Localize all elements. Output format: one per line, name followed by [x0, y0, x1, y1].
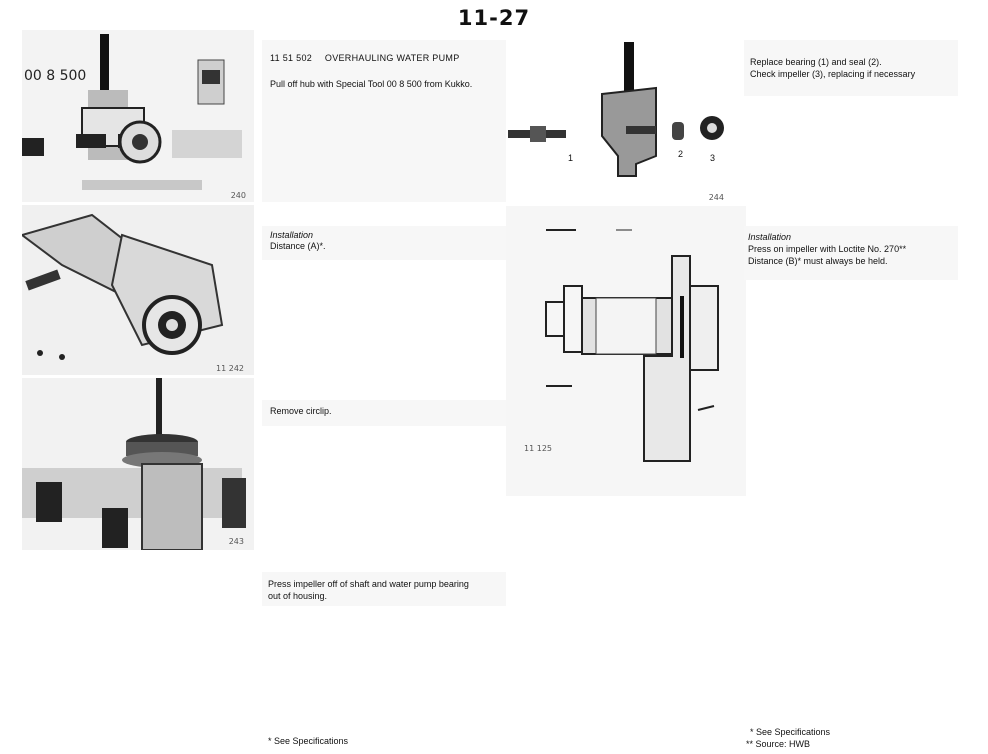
circlip-removal-illustration [22, 378, 254, 550]
photo-remove-circlip: 243 [22, 378, 254, 550]
hub-puller-illustration [22, 30, 254, 202]
right-step-panel [744, 40, 958, 96]
step1-text: Pull off hub with Special Tool 00 8 500 … [270, 79, 473, 89]
part-label-2: 2 [678, 149, 684, 159]
section-code: 11 51 502 [270, 53, 313, 63]
install1-panel [262, 226, 506, 260]
step2-panel [262, 400, 506, 426]
figure-number: 244 [708, 193, 724, 202]
diagram-pump-cross-section: 11 125 [506, 206, 746, 496]
right-install-line1: Press on impeller with Loctite No. 270** [748, 244, 907, 254]
tool-label: 00 8 500 [24, 68, 87, 84]
figure-number: 11 242 [216, 364, 244, 373]
footnote-right-2: ** Source: HWB [746, 739, 811, 749]
page-number: 11-27 [457, 6, 531, 30]
footnote-right-1: * See Specifications [750, 727, 831, 737]
part-label-3: 3 [710, 153, 716, 163]
pump-housing-illustration [22, 205, 254, 375]
section-heading: OVERHAULING WATER PUMP [324, 53, 460, 63]
right-install-heading: Installation [748, 232, 792, 242]
photo-hub-puller: 00 8 500 240 [22, 30, 254, 202]
right-line2: Check impeller (3), replacing if necessa… [750, 69, 916, 79]
install1-text: Distance (A)*. [270, 241, 326, 251]
right-install-panel [744, 226, 958, 280]
right-install-line2: Distance (B)* must always be held. [748, 256, 888, 266]
step3-panel [262, 572, 506, 606]
exploded-parts-illustration [508, 42, 724, 177]
footnote-left: * See Specifications [268, 736, 349, 746]
right-line1: Replace bearing (1) and seal (2). [750, 57, 882, 67]
figure-number: 240 [230, 191, 246, 200]
step1-panel [262, 40, 506, 202]
figure-number: 11 125 [524, 444, 552, 453]
section-title: 11 51 502 OVERHAULING WATER PUMP [270, 52, 506, 64]
part-label-1: 1 [568, 153, 574, 163]
install1-heading: Installation [270, 230, 314, 240]
photo-bearing-seal-impeller: 1 2 3 244 [506, 36, 742, 204]
step2-text: Remove circlip. [270, 406, 332, 416]
cross-section-illustration [545, 229, 719, 462]
figure-number: 243 [228, 537, 244, 546]
photo-installation-distance-a: 11 242 [22, 205, 254, 375]
step3-text: Press impeller off of shaft and water pu… [268, 579, 469, 601]
